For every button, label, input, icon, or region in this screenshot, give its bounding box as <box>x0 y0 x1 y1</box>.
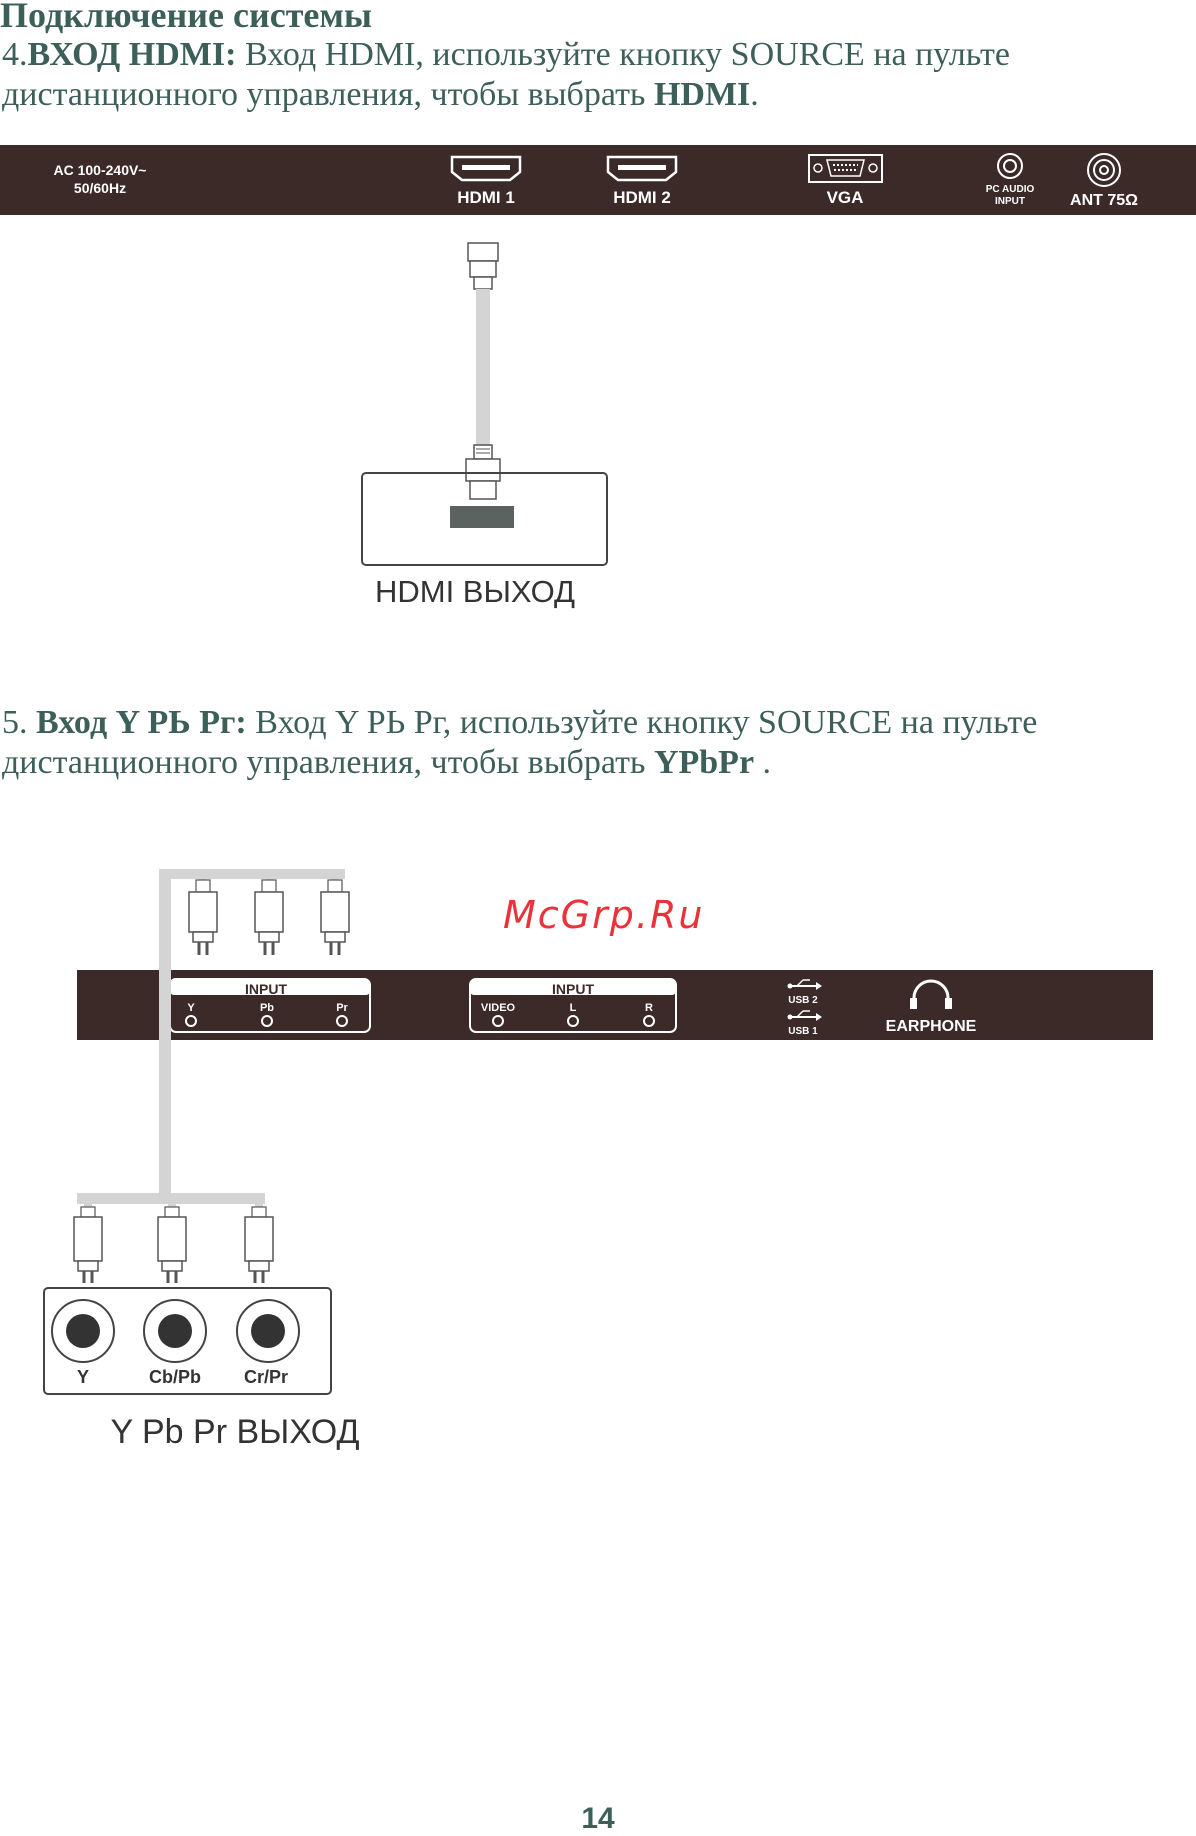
hdmi-text-1: Вход HDMI, используйте кнопку SOURCE на … <box>236 36 1010 73</box>
av-input-group <box>469 978 677 1033</box>
power-label-1: AC 100-240V~ <box>53 162 146 178</box>
usb2-icon <box>787 979 822 990</box>
component-jack-y <box>185 1015 197 1027</box>
hdmi-text-2: дистанционного управления, чтобы выбрать <box>2 76 654 113</box>
rca-plug-icon <box>73 1206 103 1283</box>
page-number: 14 <box>581 1802 615 1835</box>
av-port-label-l: L <box>570 1002 577 1014</box>
rca-plug-icon <box>188 879 218 955</box>
ypbpr-text-1: Вход Y РЬ Рг, используйте кнопку SOURCE … <box>246 704 1038 741</box>
pc-audio-label-2: INPUT <box>995 196 1025 207</box>
watermark: McGrp.Ru <box>503 893 705 937</box>
hdmi1-port-icon <box>450 155 522 182</box>
hdmi2-label: HDMI 2 <box>613 188 671 207</box>
hdmi-step-number: 4. <box>2 36 28 73</box>
component-jack-pb <box>261 1015 273 1027</box>
component-port-label-pr: Pr <box>336 1002 348 1014</box>
antenna-jack-icon <box>1087 153 1121 187</box>
top-rear-panel <box>0 145 1196 215</box>
ypbpr-bold-end: YPbPr <box>653 744 755 781</box>
av-port-label-video: VIDEO <box>481 1002 516 1014</box>
vga-label: VGA <box>827 188 864 207</box>
component-port-label-y: Y <box>187 1002 195 1014</box>
power-label-2: 50/60Hz <box>74 180 126 196</box>
ypbpr-step-number: 5. <box>2 704 36 741</box>
device-port-label-cb-pb: Cb/Pb <box>149 1367 201 1387</box>
usb2-label: USB 2 <box>788 995 818 1006</box>
usb1-label: USB 1 <box>788 1026 818 1037</box>
device-jack-y <box>51 1299 115 1363</box>
hdmi-bold-end: HDMI <box>653 76 751 113</box>
rca-plug-icon <box>157 1206 187 1283</box>
ypbpr-text-2: дистанционного управления, чтобы выбрать <box>2 744 654 781</box>
hdmi1-label: HDMI 1 <box>457 188 515 207</box>
vga-port-icon <box>808 154 883 183</box>
device-port-label-y: Y <box>77 1367 89 1387</box>
av-jack-l <box>567 1015 579 1027</box>
section-title: Подключение системы <box>0 0 372 35</box>
av-input-title: INPUT <box>552 981 594 997</box>
hdmi-source-device <box>361 472 608 566</box>
component-port-label-pb: Pb <box>260 1002 274 1014</box>
rca-plug-icon <box>244 1206 274 1283</box>
hdmi-instruction: 4.ВХОД HDMI: Вход HDMI, используйте кноп… <box>2 35 1010 115</box>
component-input-title: INPUT <box>245 981 287 997</box>
ypbpr-instruction: 5. Вход Y РЬ Рг: Вход Y РЬ Рг, используй… <box>2 703 1037 783</box>
usb1-icon <box>787 1010 822 1021</box>
av-port-label-r: R <box>645 1002 653 1014</box>
rca-plug-icon <box>254 879 284 955</box>
rca-plug-icon <box>320 879 350 955</box>
ypbpr-end: . <box>754 744 772 781</box>
earphone-label: EARPHONE <box>886 1018 977 1035</box>
pc-audio-label-1: PC AUDIO <box>986 184 1035 195</box>
av-jack-video <box>492 1015 504 1027</box>
hdmi-device-label: HDMI ВЫХОД <box>375 574 575 609</box>
ypbpr-source-device <box>43 1287 332 1395</box>
device-jack-cr-pr <box>236 1299 300 1363</box>
headphone-icon <box>910 979 952 1009</box>
device-jack-cb-pb <box>143 1299 207 1363</box>
pc-audio-jack-icon <box>997 153 1023 179</box>
ant-label: ANT 75Ω <box>1070 192 1138 209</box>
device-port-label-cr-pr: Cr/Pr <box>244 1367 288 1387</box>
ypbpr-device-label: Y Pb Pr ВЫХОД <box>110 1413 359 1451</box>
hdmi-heading: ВХОД HDMI: <box>27 36 237 73</box>
hdmi-cable-icon <box>465 242 501 500</box>
ypbpr-heading: Вход Y РЬ Рг: <box>36 704 247 741</box>
hdmi2-port-icon <box>606 155 678 182</box>
component-jack-pr <box>336 1015 348 1027</box>
av-jack-r <box>643 1015 655 1027</box>
hdmi-end: . <box>750 76 759 113</box>
hdmi-output-port <box>450 506 514 528</box>
